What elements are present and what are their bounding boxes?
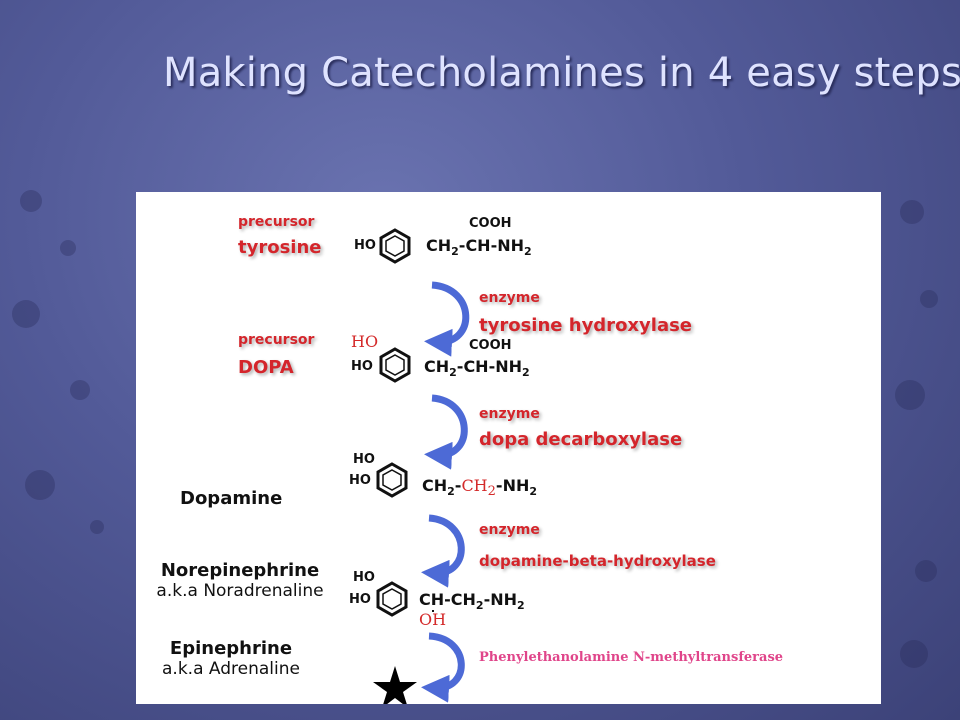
- benzene-ring-icon: [379, 347, 411, 383]
- epinephrine-name: Epinephrine: [169, 638, 293, 659]
- dopa-ho: HO: [351, 359, 373, 374]
- norepinephrine-label: Norepinephrine a.k.a Noradrenaline: [136, 560, 344, 601]
- dopamine-ho-1: HO: [353, 452, 375, 467]
- benzene-ring-icon: [376, 581, 408, 617]
- diagram-graphics: [373, 228, 470, 704]
- dopa-label: DOPA: [238, 357, 294, 378]
- dopa-label-small: precursor: [238, 332, 315, 348]
- benzene-ring-icon: [379, 228, 411, 264]
- dopa-cooh: COOH: [469, 338, 512, 353]
- norepinephrine-aka: a.k.a Noradrenaline: [156, 581, 324, 601]
- dopamine-label: Dopamine: [180, 488, 282, 509]
- diagram-panel: precursor tyrosine enzyme tyrosine hydro…: [136, 192, 881, 704]
- enzyme-2-label-small: enzyme: [479, 406, 540, 422]
- curved-arrow-icon: [421, 514, 465, 588]
- norepinephrine-chain: CH-CH2-NH2: [419, 590, 525, 612]
- background-dot: [70, 380, 90, 400]
- enzyme-4-label: Phenylethanolamine N-methyltransferase: [479, 650, 784, 665]
- chem-subscript: 2: [516, 599, 525, 613]
- norepinephrine-ho-2: HO: [349, 592, 371, 607]
- tyrosine-ch2: CH2-CH-NH2: [426, 236, 532, 258]
- background-dot: [915, 560, 937, 582]
- dopamine-chain: CH2-CH2-NH2: [422, 476, 537, 500]
- chem-text: CH: [426, 236, 452, 255]
- chem-subscript: 2: [524, 245, 532, 259]
- tyrosine-cooh: COOH: [469, 216, 512, 231]
- enzyme-2-label: dopa decarboxylase: [479, 429, 683, 450]
- background-dot: [920, 290, 938, 308]
- chem-subscript: 2: [449, 366, 457, 380]
- dopamine-ho-2: HO: [349, 473, 371, 488]
- chem-text: -: [458, 236, 466, 255]
- benzene-ring-icon: [376, 462, 408, 498]
- dopamine-name: Dopamine: [180, 488, 283, 509]
- curved-arrow-icon: [424, 394, 468, 470]
- background-dot: [12, 300, 40, 328]
- enzyme-3-label-small: enzyme: [479, 522, 540, 538]
- chem-text: CH: [461, 476, 488, 495]
- background-dot: [25, 470, 55, 500]
- chem-subscript: 2: [475, 599, 484, 613]
- background-dot: [895, 380, 925, 410]
- background-dot: [90, 520, 104, 534]
- chem-text: -NH: [483, 590, 517, 609]
- chem-subscript: 2: [487, 484, 496, 500]
- background-dot: [60, 240, 76, 256]
- background-dot: [20, 190, 42, 212]
- chem-text: CH: [422, 476, 448, 495]
- chem-subscript: 2: [447, 485, 455, 499]
- epinephrine-aka: a.k.a Adrenaline: [162, 659, 300, 679]
- slide-title: Making Catecholamines in 4 easy steps: [163, 50, 960, 96]
- chem-subscript: 2: [451, 245, 459, 259]
- tyrosine-label-small: precursor: [238, 214, 315, 230]
- curved-arrow-icon: [421, 632, 465, 703]
- chem-text: -NH: [495, 476, 530, 495]
- chem-subscript: 2: [522, 366, 530, 380]
- chem-text: CH-NH: [465, 236, 524, 255]
- curved-arrow-icon: [424, 281, 470, 357]
- tyrosine-ho: HO: [354, 238, 376, 253]
- norepinephrine-name: Norepinephrine: [160, 560, 320, 581]
- chem-text: CH: [424, 357, 450, 376]
- tyrosine-label: tyrosine: [238, 237, 322, 258]
- enzyme-3-label: dopamine-beta-hydroxylase: [479, 552, 716, 570]
- background-dot: [900, 640, 928, 668]
- star-icon: [373, 666, 417, 704]
- norepinephrine-oh: OH: [419, 610, 447, 629]
- chem-text: CH-NH: [463, 357, 522, 376]
- dopa-ho-red: HO: [351, 332, 379, 351]
- epinephrine-label: Epinephrine a.k.a Adrenaline: [136, 638, 326, 679]
- background-dot: [900, 200, 924, 224]
- norepinephrine-ho-1: HO: [353, 570, 375, 585]
- enzyme-1-label: tyrosine hydroxylase: [479, 315, 693, 336]
- enzyme-1-label-small: enzyme: [479, 290, 540, 306]
- dopa-chain: CH2-CH-NH2: [424, 357, 530, 380]
- chem-subscript: 2: [529, 485, 537, 499]
- chem-text: CH-CH: [419, 590, 476, 609]
